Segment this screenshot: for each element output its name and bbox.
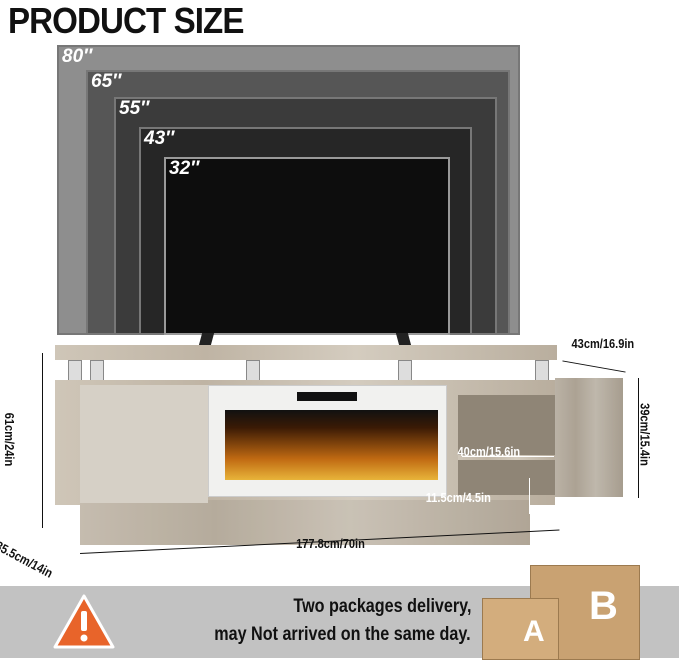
- base-height-label: 11.5cm/4.5in: [425, 490, 491, 505]
- box-b-label: B: [589, 584, 618, 628]
- shelf-board: [458, 455, 555, 460]
- fireplace-display: [297, 392, 357, 401]
- page-title: PRODUCT SIZE: [8, 0, 244, 41]
- tv-label: 80″: [62, 46, 93, 67]
- tv-label: 65″: [91, 71, 122, 92]
- box-a: A: [482, 598, 559, 660]
- right-door-open: [555, 378, 623, 497]
- cabinet-height-label: 39cm/15.4in: [637, 403, 653, 466]
- width-label: 177.8cm/70in: [296, 536, 365, 551]
- tv-32: 32″: [164, 157, 450, 335]
- warning-icon: [53, 594, 115, 649]
- fireplace-flames: [225, 410, 438, 480]
- notice-line-2: may Not arrived on the same day.: [214, 624, 471, 645]
- notice-line-1: Two packages delivery,: [292, 596, 471, 617]
- depth-top-label: 43cm/16.9in: [571, 336, 635, 351]
- box-a-label: A: [523, 615, 545, 648]
- tv-label: 43″: [144, 128, 175, 149]
- tv-label: 55″: [119, 98, 150, 119]
- tv-label: 32″: [169, 158, 200, 179]
- left-door: [80, 385, 208, 503]
- shelf-width-label: 40cm/15.6in: [457, 444, 521, 459]
- height-label: 61cm/24in: [1, 412, 17, 467]
- top-shelf: [55, 345, 557, 360]
- open-shelf: [458, 395, 555, 495]
- depth-label: 35.5cm/14in: [0, 538, 56, 581]
- base: [80, 500, 530, 545]
